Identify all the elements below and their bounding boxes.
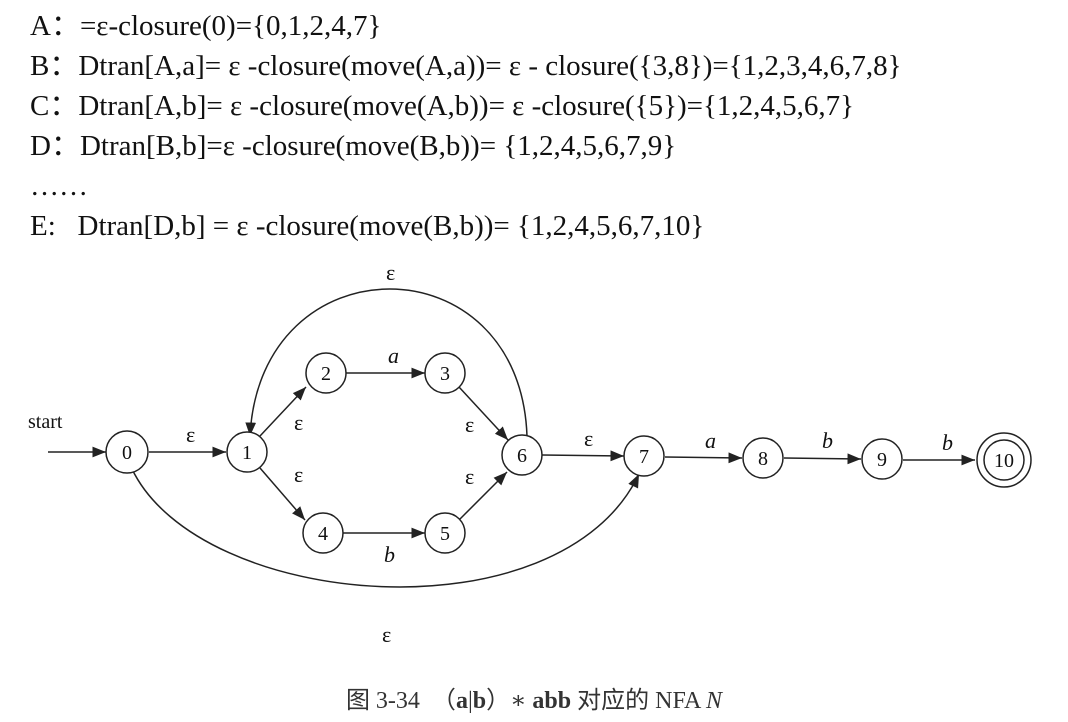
- edge-6-1: [245, 288, 528, 437]
- svg-text:0: 0: [122, 442, 132, 464]
- svg-text:8: 8: [758, 448, 768, 470]
- edge-7-8: [664, 452, 743, 464]
- state-node-7: 7: [623, 435, 665, 477]
- edge-5-6-label: ε: [465, 464, 474, 489]
- svg-text:9: 9: [877, 449, 887, 471]
- nfa-diagram: start ε ε ε a b ε ε ε ε ε a: [28, 260, 1032, 647]
- edge-3-6-label: ε: [465, 412, 474, 437]
- edge-0-7: [131, 468, 640, 588]
- svg-text:2: 2: [321, 363, 331, 385]
- edge-1-2-label: ε: [294, 410, 303, 435]
- caption-prefix: 图 3-34 （: [345, 688, 456, 714]
- figure-caption: 图 3-34 （a|b）∗ abb 对应的 NFA N: [0, 680, 1068, 715]
- state-node-2: 2: [305, 352, 347, 394]
- edge-7-8-label: a: [705, 428, 716, 453]
- state-node-8: 8: [742, 437, 784, 479]
- state-node-1: 1: [226, 431, 268, 473]
- edge-9-10-label: b: [942, 430, 953, 455]
- svg-text:10: 10: [994, 450, 1014, 472]
- svg-text:6: 6: [517, 445, 527, 467]
- state-d-line: D：Dtran[B,b]=ε -closure(move(B,b))= {1,2…: [30, 130, 677, 162]
- closure-computations: A：=ε-closure(0)={0,1,2,4,7} B：Dtran[A,a]…: [30, 6, 1060, 246]
- caption-mid: ）∗: [486, 688, 533, 714]
- state-node-3: 3: [424, 352, 466, 394]
- state-node-9: 9: [861, 438, 903, 480]
- caption-a: a: [455, 688, 468, 714]
- caption-abb: abb: [532, 688, 572, 714]
- state-node-4: 4: [302, 512, 344, 554]
- state-node-5: 5: [424, 512, 466, 554]
- edge-2-3-label: a: [388, 343, 399, 368]
- edge-1-2: [259, 386, 307, 437]
- edge-8-9-label: b: [822, 428, 833, 453]
- edge-6-7: [541, 450, 625, 462]
- svg-text:1: 1: [242, 442, 252, 464]
- edge-0-1-label: ε: [186, 422, 195, 447]
- edge-6-1-label: ε: [386, 260, 395, 285]
- svg-text:3: 3: [440, 363, 450, 385]
- edge-3-6: [458, 386, 509, 441]
- caption-bar: |: [467, 688, 473, 714]
- svg-text:4: 4: [318, 523, 328, 545]
- state-node-10-accepting: 10: [976, 432, 1032, 488]
- svg-text:5: 5: [440, 523, 450, 545]
- caption-suffix: 对应的 NFA: [571, 688, 707, 714]
- edge-4-5-label: b: [384, 542, 395, 567]
- svg-text:7: 7: [639, 446, 649, 468]
- edge-8-9: [783, 453, 862, 465]
- edge-5-6: [458, 471, 508, 521]
- state-b-line: B：Dtran[A,a]= ε -closure(move(A,a))= ε -…: [30, 50, 902, 82]
- state-a-line: A：=ε-closure(0)={0,1,2,4,7}: [30, 10, 382, 42]
- edge-6-7-label: ε: [584, 426, 593, 451]
- start-label: start: [28, 411, 63, 433]
- state-node-0: 0: [105, 430, 149, 474]
- edge-0-7-label: ε: [382, 622, 391, 647]
- caption-n: N: [706, 688, 723, 714]
- state-node-6: 6: [501, 434, 543, 476]
- state-e-line: E: Dtran[D,b] = ε -closure(move(B,b))= {…: [30, 210, 705, 242]
- edge-1-4: [259, 467, 306, 521]
- state-c-line: C：Dtran[A,b]= ε -closure(move(A,b))= ε -…: [30, 90, 855, 122]
- caption-b: b: [472, 688, 487, 714]
- edge-1-4-label: ε: [294, 462, 303, 487]
- ellipsis-line: ……: [30, 170, 88, 202]
